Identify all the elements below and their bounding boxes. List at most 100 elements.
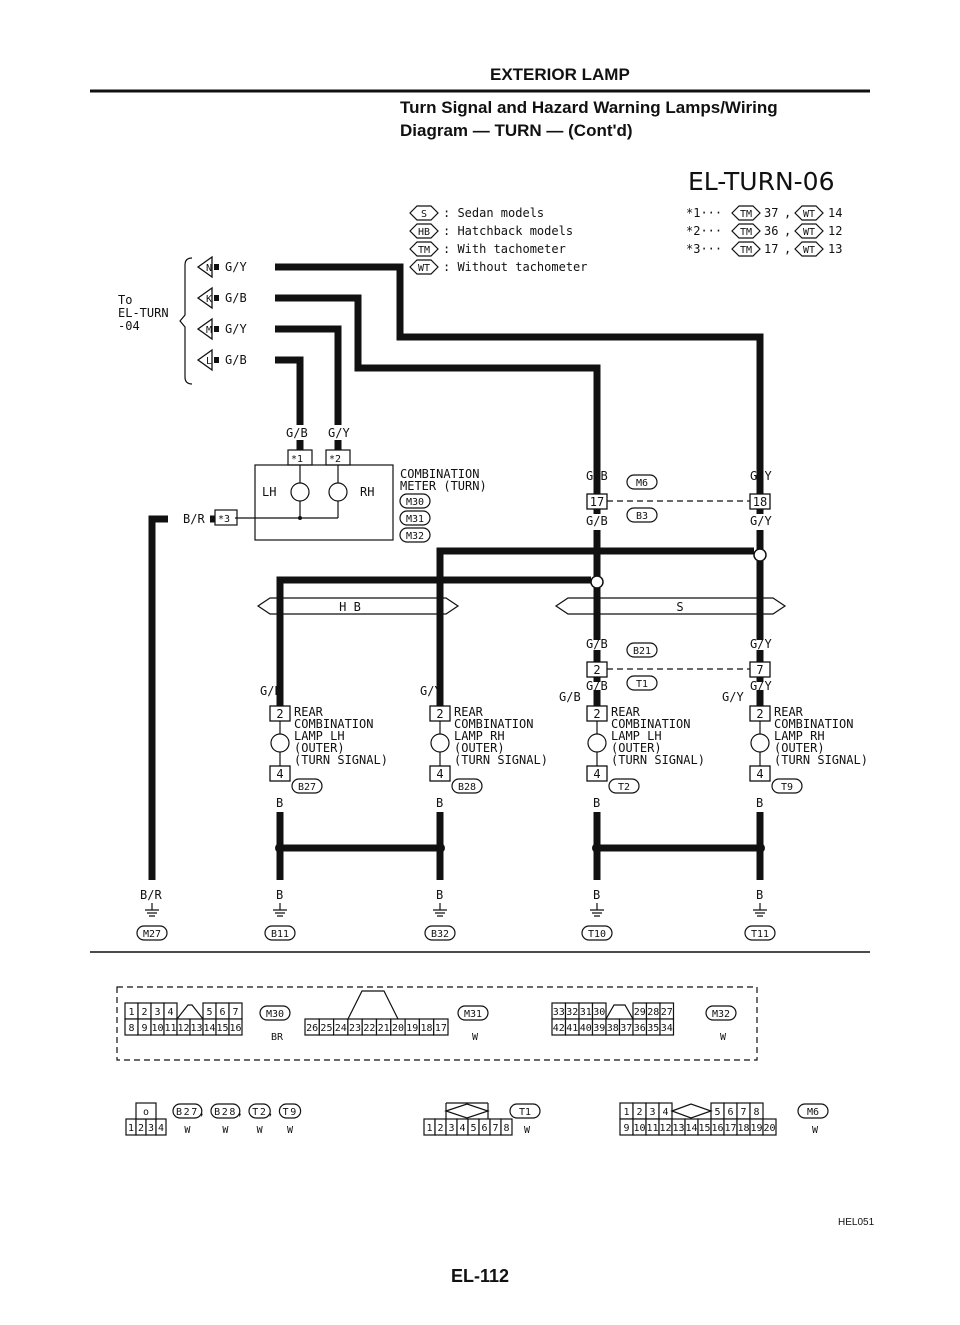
note-tm-symbol: TM [740, 209, 752, 220]
pin-number: 40 [580, 1023, 592, 1034]
pin-number: 1 [623, 1107, 629, 1118]
lamp-name: (TURN SIGNAL) [774, 753, 868, 767]
bottom-code: B3 [636, 511, 648, 522]
lamp-name: (OUTER) [454, 741, 505, 755]
pin-number: 38 [607, 1023, 619, 1034]
note-tm-pin: 17 [764, 242, 778, 256]
ground-icon [433, 903, 447, 917]
lamp-pin-bottom: 4 [276, 767, 283, 781]
ground-code-outline [136, 925, 168, 941]
bottom-code: T1 [636, 679, 648, 690]
connector-code-outline [457, 1005, 489, 1021]
pin-number: 1 [426, 1123, 432, 1134]
lamp-name: COMBINATION [454, 717, 533, 731]
lamp-pin-top: 2 [436, 707, 443, 721]
bulb-icon [750, 733, 770, 753]
lamp-name: (OUTER) [611, 741, 662, 755]
connector-arrow-icon [196, 286, 213, 310]
note-tm-symbol-outline [731, 241, 761, 257]
legend-symbol-outline [409, 241, 439, 257]
pin-number: 15 [216, 1023, 228, 1034]
meter-wire-left: G/B [286, 426, 308, 440]
bottom-code-outline [626, 507, 658, 523]
lamp-wire: G/Y [722, 690, 744, 704]
connector-color: W [257, 1125, 264, 1136]
connector-code: M6 [807, 1107, 819, 1118]
jc-left-wire-bottom: G/B [586, 514, 608, 528]
pin-number: 20 [392, 1023, 404, 1034]
pin-number: 32 [566, 1007, 578, 1018]
page-title-line2: Diagram — TURN — (Cont'd) [400, 121, 633, 140]
splice-icon [753, 548, 767, 562]
meter-code: M32 [406, 531, 424, 542]
lamp-ground-wire: B [276, 796, 283, 810]
input-letter: K [206, 294, 212, 305]
note-wt-symbol: WT [803, 209, 815, 220]
hb-variant-label: H B [339, 600, 361, 614]
note-mark: *2··· [686, 224, 722, 238]
connector-key [670, 1103, 713, 1119]
note-wt-symbol: WT [803, 245, 815, 256]
wire-n-gy [275, 263, 764, 485]
meter-rh-label: RH [360, 485, 374, 499]
wire-br [148, 515, 215, 880]
legend-symbol: HB [418, 227, 430, 238]
pin-number: 16 [711, 1123, 723, 1134]
pin-number: 25 [320, 1023, 332, 1034]
ground-wire: B [276, 888, 283, 902]
ground-code: B32 [431, 929, 449, 940]
pin-number: 4 [167, 1007, 173, 1018]
ground-wire: B [756, 888, 763, 902]
lamp-name: REAR [454, 705, 484, 719]
hb-variant-bar [256, 597, 460, 615]
meter-code-outline [399, 493, 431, 509]
pin-number: 35 [647, 1023, 659, 1034]
lamp-name: (TURN SIGNAL) [294, 753, 388, 767]
pin-number: 22 [363, 1023, 375, 1034]
pin-number: 2 [138, 1123, 144, 1134]
legend-symbol-outline [409, 259, 439, 275]
note-mark: *1··· [686, 206, 722, 220]
top-code-outline [626, 642, 658, 658]
jc-left-wire-top: G/B [586, 469, 608, 483]
pin-cell [762, 1118, 777, 1136]
pin-number: 10 [633, 1123, 645, 1134]
lamp-name: COMBINATION [774, 717, 853, 731]
ground-icon [753, 903, 767, 917]
pin-number: 13 [190, 1023, 202, 1034]
s-variant-bar [554, 597, 787, 615]
pin-number: 9 [141, 1023, 147, 1034]
pin-number: 7 [492, 1123, 498, 1134]
legend-symbol: WT [418, 263, 430, 274]
s-variant-label: S [676, 600, 683, 614]
source-to: To [118, 293, 132, 307]
meter-name-2: METER (TURN) [400, 479, 487, 493]
pin-number: 33 [553, 1007, 565, 1018]
pin-number: 19 [406, 1023, 418, 1034]
pin-number: 12 [659, 1123, 671, 1134]
connector-code: B27, B28, T2, T9 [176, 1107, 298, 1118]
lamp-code-outline [771, 778, 803, 794]
pin-number: 8 [503, 1123, 509, 1134]
wire-stub [593, 650, 764, 682]
lamp-pin-bottom: 4 [756, 767, 763, 781]
connector-color: W [222, 1125, 229, 1136]
ground-wire: B [436, 888, 443, 902]
left-pin: 17 [590, 495, 604, 509]
connector-arrow-icon [196, 317, 213, 341]
pin-number: 7 [232, 1007, 238, 1018]
ground-icon [145, 903, 159, 917]
pin-dot [214, 264, 219, 270]
legend-text: : Sedan models [443, 206, 544, 220]
wire-through-bars [276, 596, 764, 616]
input-wire-color: G/Y [225, 322, 247, 336]
ground-code-outline [744, 925, 776, 941]
meter-connector-group [116, 986, 758, 1061]
connector-arrow-icon [196, 348, 213, 372]
lamp-code: T9 [781, 782, 793, 793]
meter-name-1: COMBINATION [400, 467, 479, 481]
source-page-suffix: -04 [118, 319, 140, 333]
connector-code-outline [509, 1103, 541, 1119]
